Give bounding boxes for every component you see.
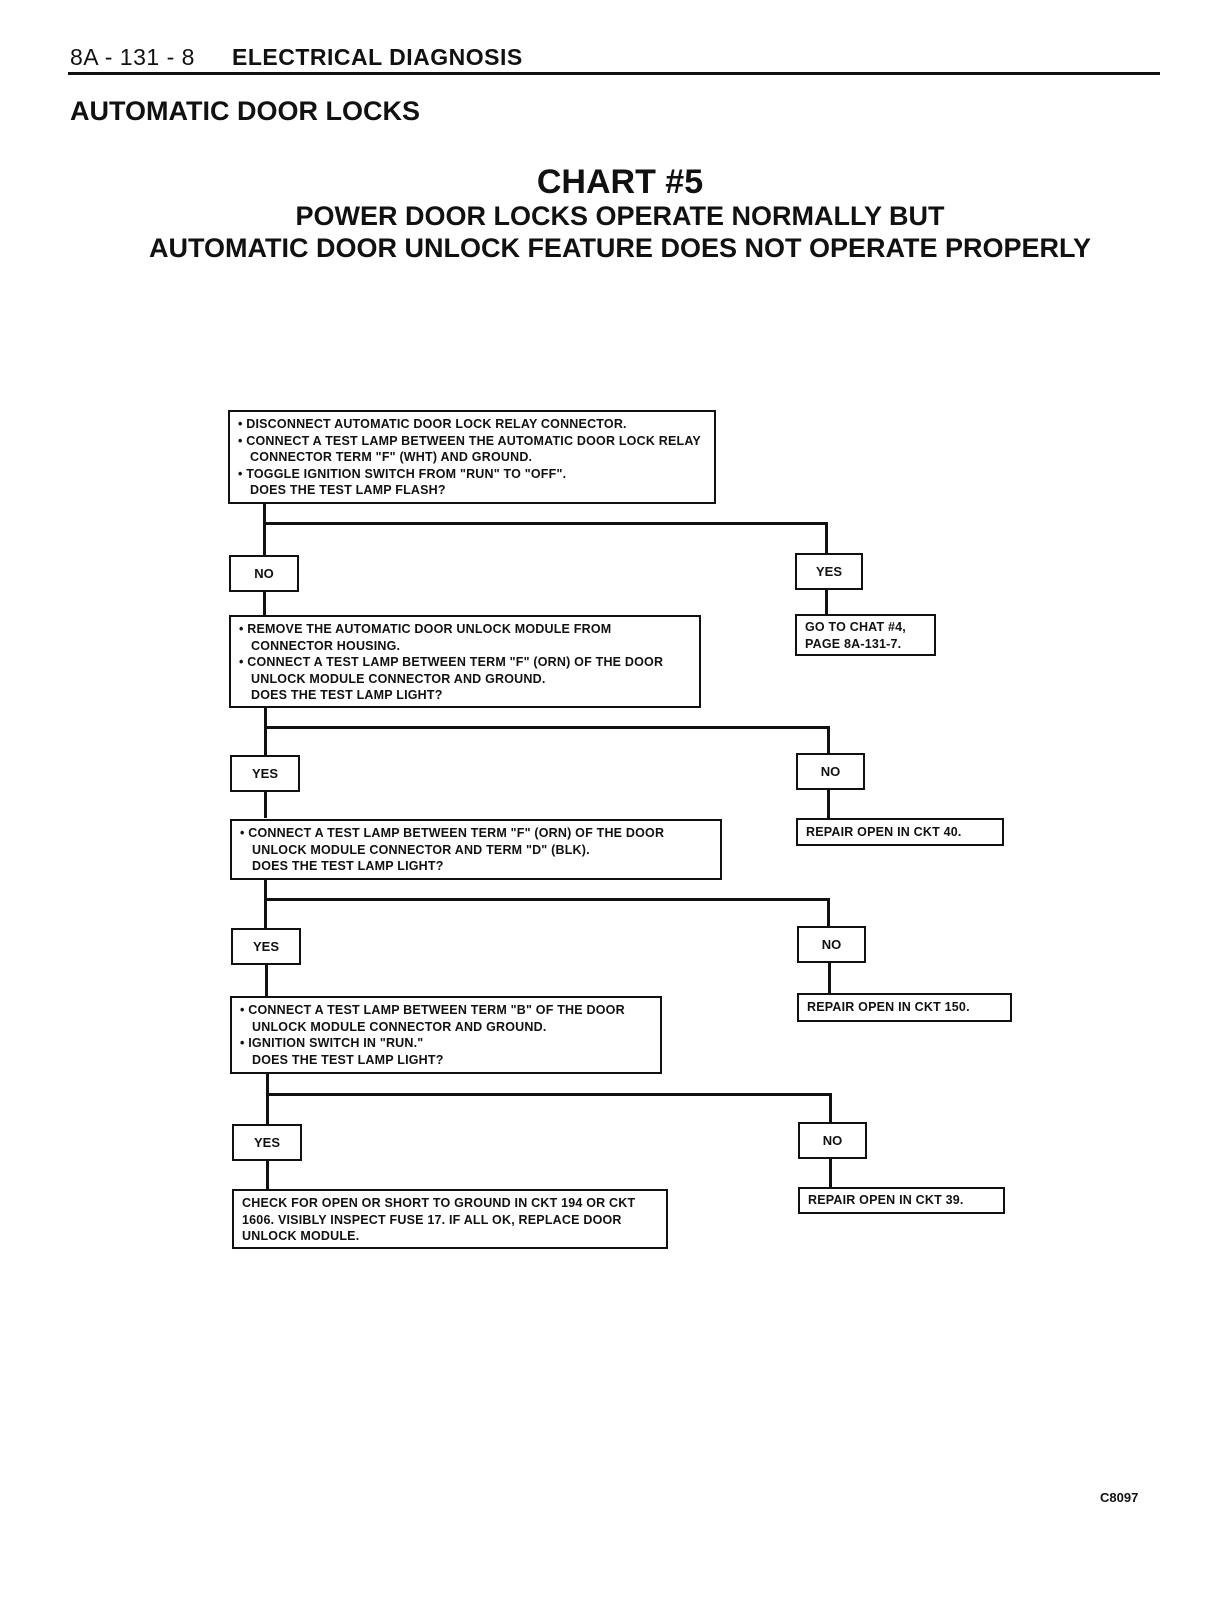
branch-1-left-label: NO xyxy=(229,555,299,592)
branch-4-result: REPAIR OPEN IN CKT 39. xyxy=(808,1193,964,1207)
branch-1-result-box: GO TO CHAT #4, PAGE 8A-131-7. xyxy=(795,614,936,656)
section-title: AUTOMATIC DOOR LOCKS xyxy=(70,96,420,126)
connector xyxy=(264,792,267,818)
branch-2-right-label: NO xyxy=(796,753,865,790)
step-3-bullet-1: • CONNECT A TEST LAMP BETWEEN TERM "F" (… xyxy=(240,826,665,857)
step-4-box: • CONNECT A TEST LAMP BETWEEN TERM "B" O… xyxy=(230,996,662,1074)
step-3-box: • CONNECT A TEST LAMP BETWEEN TERM "F" (… xyxy=(230,819,722,880)
connector xyxy=(263,592,266,616)
step-2-bullet-2: • CONNECT A TEST LAMP BETWEEN TERM "F" (… xyxy=(239,655,664,686)
header-rule xyxy=(68,72,1160,75)
connector xyxy=(829,1159,832,1187)
step-2-bullet-1: • REMOVE THE AUTOMATIC DOOR UNLOCK MODUL… xyxy=(239,622,612,653)
connector xyxy=(266,1074,269,1126)
page-number: 8A - 131 - 8 xyxy=(70,44,195,70)
connector xyxy=(266,1161,269,1189)
connector xyxy=(827,790,830,818)
connector xyxy=(825,590,828,614)
branch-2-left-label: YES xyxy=(230,755,300,792)
step-4-question: DOES THE TEST LAMP LIGHT? xyxy=(252,1052,444,1067)
final-step-text: CHECK FOR OPEN OR SHORT TO GROUND IN CKT… xyxy=(242,1196,636,1243)
connector xyxy=(827,898,830,926)
branch-4-right-label: NO xyxy=(798,1122,867,1159)
branch-3-result-box: REPAIR OPEN IN CKT 150. xyxy=(797,993,1012,1022)
connector xyxy=(264,726,830,729)
connector xyxy=(825,522,828,554)
connector xyxy=(264,708,267,756)
step-3-question: DOES THE TEST LAMP LIGHT? xyxy=(252,859,444,873)
figure-code: C8097 xyxy=(1100,1490,1139,1505)
step-1-bullet-1: • DISCONNECT AUTOMATIC DOOR LOCK RELAY C… xyxy=(238,417,627,431)
connector xyxy=(263,522,828,525)
connector xyxy=(829,1093,832,1122)
branch-2-result: REPAIR OPEN IN CKT 40. xyxy=(806,825,962,839)
chart-number: CHART #5 xyxy=(536,163,704,201)
step-2-question: DOES THE TEST LAMP LIGHT? xyxy=(251,688,443,702)
connector xyxy=(266,1093,832,1096)
connector xyxy=(265,965,268,996)
connector xyxy=(827,726,830,754)
step-4-bullet-1: • CONNECT A TEST LAMP BETWEEN TERM "B" O… xyxy=(240,1003,625,1034)
branch-3-left-label: YES xyxy=(231,928,301,965)
step-4-bullet-2: • IGNITION SWITCH IN "RUN." xyxy=(240,1036,424,1050)
branch-1-result: GO TO CHAT #4, PAGE 8A-131-7. xyxy=(805,620,906,651)
step-1-box: • DISCONNECT AUTOMATIC DOOR LOCK RELAY C… xyxy=(228,410,716,504)
branch-3-result: REPAIR OPEN IN CKT 150. xyxy=(807,1000,970,1014)
connector xyxy=(828,963,831,993)
step-1-bullet-2: • CONNECT A TEST LAMP BETWEEN THE AUTOMA… xyxy=(238,433,701,465)
connector xyxy=(263,504,266,557)
branch-1-right-label: YES xyxy=(795,553,863,590)
connector xyxy=(264,898,830,901)
step-2-box: • REMOVE THE AUTOMATIC DOOR UNLOCK MODUL… xyxy=(229,615,701,708)
branch-3-right-label: NO xyxy=(797,926,866,963)
connector xyxy=(264,880,267,930)
branch-4-result-box: REPAIR OPEN IN CKT 39. xyxy=(798,1187,1005,1214)
header-title: ELECTRICAL DIAGNOSIS xyxy=(232,44,523,70)
branch-2-result-box: REPAIR OPEN IN CKT 40. xyxy=(796,818,1004,846)
final-step-box: CHECK FOR OPEN OR SHORT TO GROUND IN CKT… xyxy=(232,1189,668,1249)
step-1-question: DOES THE TEST LAMP FLASH? xyxy=(250,483,446,497)
step-1-bullet-3: • TOGGLE IGNITION SWITCH FROM "RUN" TO "… xyxy=(238,466,567,481)
chart-title-line-1: POWER DOOR LOCKS OPERATE NORMALLY BUT xyxy=(295,201,945,231)
chart-title-line-2: AUTOMATIC DOOR UNLOCK FEATURE DOES NOT O… xyxy=(148,233,1092,263)
branch-4-left-label: YES xyxy=(232,1124,302,1161)
